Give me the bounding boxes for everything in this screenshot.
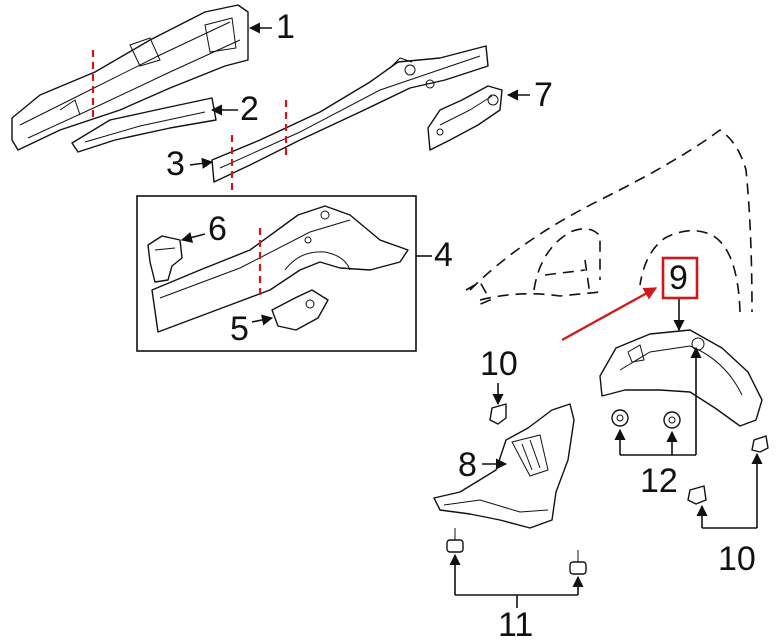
callout-2: 2 (240, 90, 259, 128)
rail-reinforcement-part (71, 97, 217, 153)
extension-part (147, 235, 183, 283)
highlight-box (661, 256, 699, 300)
callout-7: 7 (534, 76, 553, 114)
callout-11: 11 (498, 606, 533, 640)
callout-5: 5 (230, 310, 249, 348)
callout-4: 4 (434, 236, 453, 274)
callout-1: 1 (276, 8, 295, 46)
splash-shield-part (433, 403, 575, 529)
callout-10-bottom: 10 (718, 540, 756, 578)
bracket-part (427, 85, 503, 151)
callout-6: 6 (208, 210, 227, 248)
leader-lines (180, 22, 763, 608)
fender-liner-part (599, 329, 763, 427)
frame-rail-part (11, 4, 249, 151)
highlight-arrow (561, 287, 658, 341)
callout-9: 9 (669, 259, 688, 297)
apron-rail-part (211, 45, 489, 183)
apron-assembly-part (151, 205, 409, 333)
callout-12: 12 (640, 462, 678, 500)
support-part (271, 289, 329, 331)
callout-3: 3 (166, 145, 185, 183)
fender-outline (465, 129, 753, 313)
apron-assembly-box (136, 195, 417, 352)
callout-8: 8 (458, 446, 477, 484)
callout-10-top: 10 (480, 345, 518, 383)
fastener-clip (446, 403, 769, 575)
